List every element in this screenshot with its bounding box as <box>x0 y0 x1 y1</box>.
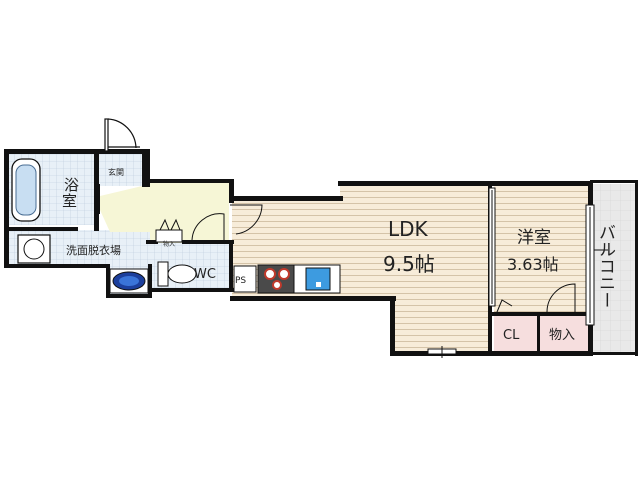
bath-label-2: 室 <box>62 192 77 210</box>
stove <box>257 264 295 294</box>
storage-floor <box>540 314 590 352</box>
toilet-fixture <box>157 261 197 287</box>
kitchen-counter <box>293 264 341 294</box>
closet-label: CL <box>503 328 520 343</box>
western-room-size: 3.63帖 <box>507 255 559 274</box>
closet-floor <box>494 314 537 352</box>
walls <box>4 149 638 356</box>
washing-machine <box>17 234 51 264</box>
balcony-window <box>585 204 595 326</box>
ldk-size: 9.5帖 <box>383 252 435 276</box>
western-room-floor <box>494 184 590 312</box>
sliding-door <box>488 187 496 307</box>
storage-label: 物入 <box>549 328 575 343</box>
south-window <box>427 346 457 358</box>
balcony-floor <box>593 184 636 352</box>
ldk-floor <box>232 184 490 352</box>
entrance-floor <box>98 153 142 186</box>
entrance-door <box>104 118 140 152</box>
vanity-sink <box>109 268 149 294</box>
small-storage-label: 物入 <box>163 240 175 248</box>
washroom-label: 洗面脱衣場 <box>66 243 121 257</box>
western-room-name: 洋室 <box>517 228 551 248</box>
bath-label-1: 浴 <box>64 176 79 194</box>
hall-floor <box>100 182 229 243</box>
entrance-label: 玄関 <box>108 167 124 177</box>
hall-storage <box>155 218 183 243</box>
ldk-name: LDK <box>388 217 429 241</box>
door-swings <box>191 204 576 313</box>
ps-box <box>233 265 257 293</box>
bathtub <box>11 158 41 222</box>
balcony-label: バルコニー <box>595 224 615 309</box>
ps-label: PS <box>235 276 246 286</box>
toilet-label: WC <box>194 267 216 282</box>
